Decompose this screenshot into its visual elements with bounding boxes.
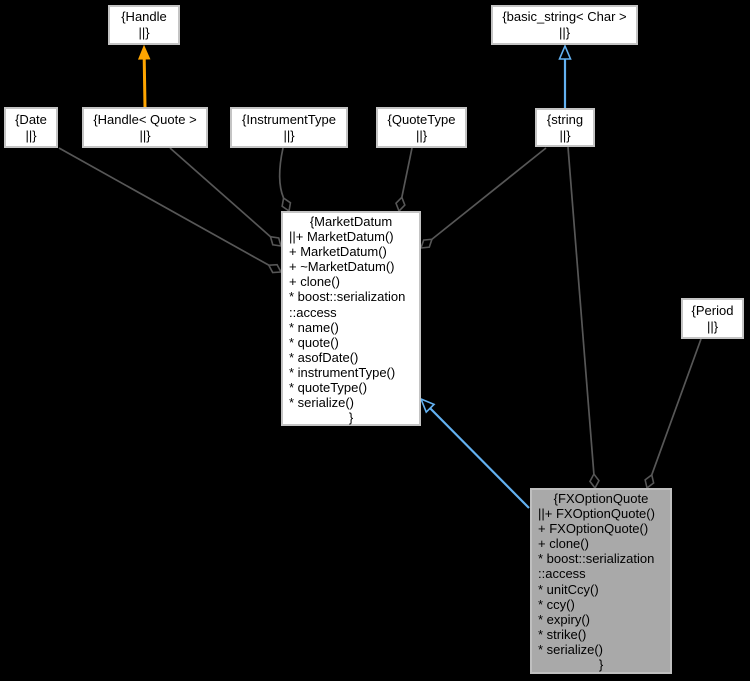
fx-option-quote-member-6: * unitCcy()	[538, 581, 599, 597]
node-handle-quote-label-2: ||}	[139, 127, 151, 143]
edge-instrument-type-to-market-datum	[278, 147, 285, 199]
market-datum-close-brace: }	[348, 410, 354, 426]
edge-date-to-market-datum	[267, 263, 283, 274]
market-datum-member-1: ||+ MarketDatum()	[289, 229, 394, 245]
fx-option-quote-member-4: * boost::serialization	[538, 551, 655, 567]
edge-handle-quote-to-handle	[137, 44, 151, 60]
node-period[interactable]: {Period ||}	[681, 298, 744, 339]
fx-option-quote-member-8: * expiry()	[538, 611, 591, 627]
market-datum-title: {MarketDatum	[309, 214, 393, 229]
market-datum-member-8: * quote()	[289, 334, 339, 350]
market-datum-member-6: ::access	[289, 304, 337, 320]
fx-option-quote-member-5: ::access	[538, 566, 586, 582]
node-date-label-2: ||}	[25, 127, 37, 143]
market-datum-member-11: * quoteType()	[289, 380, 368, 396]
node-instrument-type-label-1: {InstrumentType	[242, 111, 336, 127]
edge-instrument-type-to-market-datum	[281, 196, 292, 213]
node-quote-type-label-2: ||}	[415, 127, 428, 143]
edge-string-to-fx-option-quote	[567, 146, 595, 475]
node-basic-string-label-2: ||}	[558, 25, 571, 40]
market-datum-member-3: + ~MarketDatum()	[289, 259, 395, 275]
node-basic-string-label-1: {basic_string< Char >	[502, 9, 627, 24]
edge-period-to-fx-option-quote	[644, 473, 655, 490]
node-instrument-type-label-2: ||}	[283, 127, 295, 143]
fx-option-quote-member-7: * ccy()	[538, 596, 575, 612]
market-datum-member-2: + MarketDatum()	[289, 244, 387, 260]
fx-option-quote-member-1: ||+ FXOptionQuote()	[538, 506, 655, 522]
edge-quote-type-to-market-datum	[395, 195, 406, 213]
edge-date-to-market-datum	[58, 147, 270, 266]
node-quote-type[interactable]: {QuoteType ||}	[376, 107, 467, 148]
node-instrument-type[interactable]: {InstrumentType ||}	[230, 107, 348, 148]
node-market-datum[interactable]: {MarketDatum ||+ MarketDatum() + MarketD…	[281, 211, 421, 426]
node-period-label-2: ||}	[706, 318, 719, 334]
node-handle-quote-label-1: {Handle< Quote >	[93, 111, 197, 127]
node-handle-label-1: {Handle	[121, 9, 167, 24]
fx-option-quote-member-2: + FXOptionQuote()	[538, 521, 649, 537]
node-date-label-1: {Date	[15, 111, 47, 127]
market-datum-member-12: * serialize()	[289, 395, 355, 411]
edge-string-to-market-datum	[419, 238, 434, 249]
edge-quote-type-to-market-datum	[400, 147, 413, 198]
edge-handle-quote-to-market-datum	[169, 147, 272, 238]
edge-string-to-basic-string	[558, 43, 572, 60]
edge-period-to-fx-option-quote	[650, 338, 702, 476]
market-datum-member-4: + clone()	[289, 274, 340, 290]
fx-option-quote-member-10: * serialize()	[538, 641, 604, 657]
fx-option-quote-member-3: + clone()	[538, 536, 589, 552]
fx-option-quote-member-9: * strike()	[538, 626, 587, 642]
market-datum-member-10: * instrumentType()	[289, 364, 396, 380]
edge-string-to-market-datum	[431, 147, 547, 240]
node-string-label-1: {string	[546, 111, 584, 127]
fx-option-quote-title: {FXOptionQuote	[553, 491, 649, 506]
node-period-label-1: {Period	[691, 302, 734, 318]
edge-handle-quote-to-market-datum	[269, 235, 283, 247]
node-basic-string[interactable]: {basic_string< Char > ||}	[491, 5, 638, 45]
market-datum-member-7: * name()	[289, 319, 339, 335]
node-string[interactable]: {string ||}	[535, 108, 595, 147]
edge-string-to-fx-option-quote	[589, 472, 600, 490]
node-string-label-2: ||}	[559, 127, 571, 143]
edge-handle-quote-to-handle	[142, 58, 147, 108]
node-fx-option-quote[interactable]: {FXOptionQuote ||+ FXOptionQuote() + FXO…	[530, 488, 672, 674]
edge-fx-option-quote-to-market-datum	[419, 397, 436, 414]
market-datum-member-9: * asofDate()	[289, 349, 359, 365]
node-date[interactable]: {Date ||}	[4, 107, 58, 148]
edge-fx-option-quote-to-market-datum	[429, 407, 530, 509]
node-handle-label-2: ||}	[138, 25, 150, 40]
node-quote-type-label-1: {QuoteType	[387, 111, 456, 127]
fx-option-quote-close-brace: }	[598, 657, 604, 673]
market-datum-member-5: * boost::serialization	[289, 289, 406, 305]
node-handle[interactable]: {Handle ||}	[108, 5, 180, 45]
node-handle-quote[interactable]: {Handle< Quote > ||}	[82, 107, 208, 148]
